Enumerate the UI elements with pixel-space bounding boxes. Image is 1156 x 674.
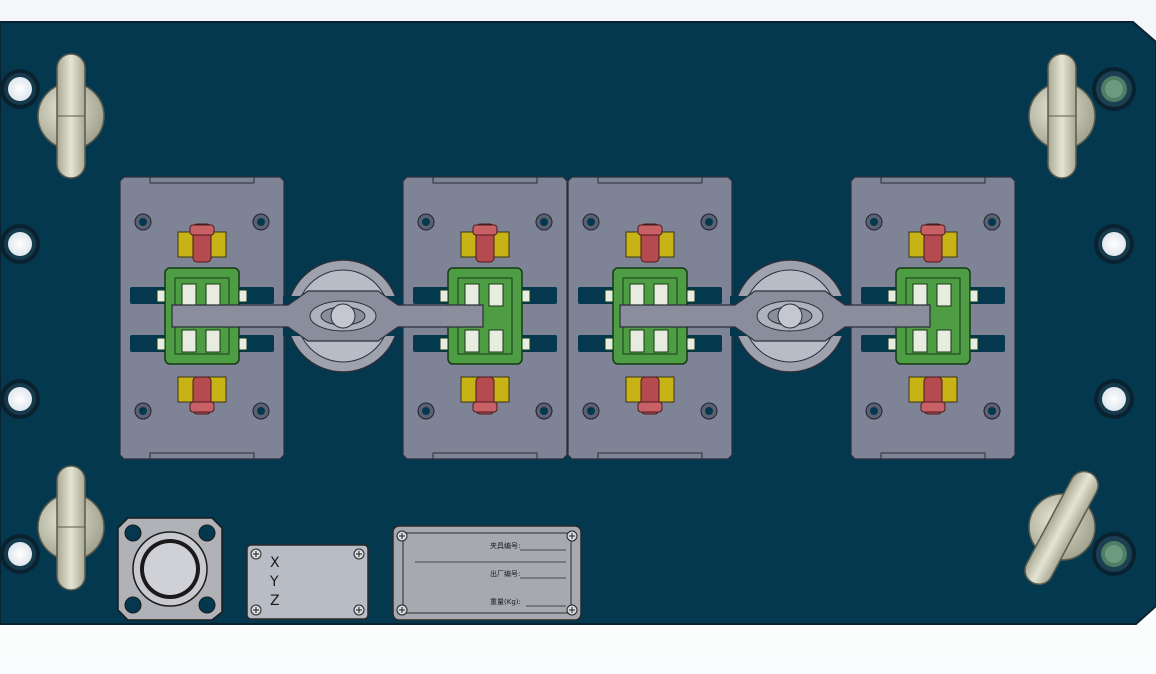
bottom-pin — [908, 376, 958, 415]
screw-hole-icon — [134, 213, 152, 231]
nameplate: 夹具编号: 出厂编号: 重量(Kg): — [392, 525, 582, 621]
top-pin — [625, 223, 675, 263]
bottom-pin — [460, 376, 510, 415]
lifting-handle-icon[interactable] — [1028, 53, 1096, 179]
screw-hole-icon — [417, 402, 435, 420]
mounting-hole-icon — [0, 534, 40, 574]
right-mounting-holes — [1092, 67, 1136, 576]
link-arms — [171, 259, 931, 373]
mounting-hole-icon — [0, 224, 40, 264]
screw-icon — [353, 604, 365, 616]
lifting-handle-icon[interactable] — [37, 53, 105, 179]
axis-plate: X Y Z — [246, 544, 369, 620]
clamp-body — [439, 267, 531, 365]
screw-hole-icon — [865, 213, 883, 231]
mounting-hole-icon — [0, 69, 40, 109]
screw-hole-icon — [582, 402, 600, 420]
connector-icon — [117, 517, 223, 621]
mounting-hole-icon — [0, 379, 40, 419]
screw-icon — [396, 604, 408, 616]
screw-hole-icon — [865, 402, 883, 420]
clamp-body — [887, 267, 979, 365]
mounting-hole-icon — [1094, 224, 1134, 264]
screw-hole-icon — [700, 402, 718, 420]
nameplate-weight: 重量(Kg): — [490, 598, 521, 606]
lifting-handle-icon[interactable] — [1020, 467, 1103, 590]
bottom-pin — [177, 376, 227, 415]
screw-icon — [396, 530, 408, 542]
nameplate-serial-no: 出厂编号: — [490, 569, 520, 578]
top-pin — [908, 223, 958, 263]
locating-pin-icon — [1092, 532, 1136, 576]
screw-hole-icon — [983, 213, 1001, 231]
screw-hole-icon — [582, 213, 600, 231]
screw-hole-icon — [535, 402, 553, 420]
locating-pin-icon — [1092, 67, 1136, 111]
station-4 — [850, 176, 1016, 460]
link-arm-2 — [619, 259, 931, 373]
top-pin — [177, 223, 227, 263]
nameplate-fixture-no: 夹具编号: — [490, 541, 520, 550]
lifting-handle-icon[interactable] — [37, 465, 105, 591]
screw-hole-icon — [535, 213, 553, 231]
axis-x-label: X — [270, 555, 280, 571]
axis-y-label: Y — [269, 574, 279, 590]
screw-icon — [250, 548, 262, 560]
screw-hole-icon — [983, 402, 1001, 420]
screw-icon — [250, 604, 262, 616]
screw-hole-icon — [252, 213, 270, 231]
screw-icon — [566, 604, 578, 616]
screw-hole-icon — [700, 213, 718, 231]
screw-hole-icon — [134, 402, 152, 420]
left-mounting-holes — [0, 69, 40, 574]
station-2 — [402, 176, 568, 460]
top-pin — [460, 223, 510, 263]
screw-icon — [566, 530, 578, 542]
mounting-hole-icon — [1094, 379, 1134, 419]
screw-hole-icon — [417, 213, 435, 231]
screw-icon — [353, 548, 365, 560]
bottom-pin — [625, 376, 675, 415]
axis-z-label: Z — [270, 593, 280, 609]
link-arm-1 — [171, 259, 484, 373]
screw-hole-icon — [252, 402, 270, 420]
